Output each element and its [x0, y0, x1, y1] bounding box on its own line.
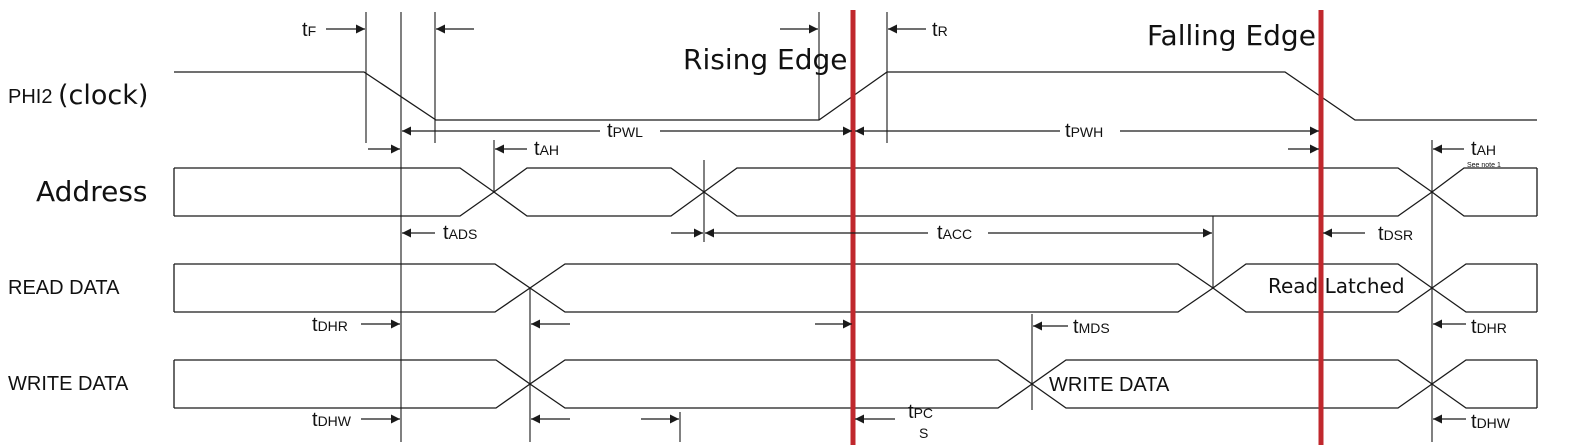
clock-label: (clock) — [58, 80, 148, 111]
tf-label: tF — [302, 19, 316, 41]
tads-label: tADS — [443, 222, 477, 244]
see-note-label: See note 1 — [1467, 162, 1501, 169]
tpcs-label-s: S — [919, 425, 928, 441]
read-data-label: READ DATA — [8, 277, 120, 299]
tah-left-label: tAH — [534, 138, 559, 160]
tpwl-label: tPWL — [607, 120, 643, 142]
falling-edge-label: Falling Edge — [1147, 19, 1316, 52]
tdhr-right-label: tDHR — [1471, 316, 1507, 338]
read-latched-label: Read Latched — [1268, 274, 1405, 298]
tr-label: tR — [932, 19, 948, 41]
phi2-label: PHI2 — [8, 86, 52, 108]
tdhr-left-label: tDHR — [312, 314, 348, 336]
tpcs-label: tPC — [908, 401, 933, 423]
write-data-annotation: WRITE DATA — [1049, 374, 1170, 396]
tpwh-label: tPWH — [1065, 120, 1103, 142]
tmds-label: tMDS — [1073, 316, 1110, 338]
rising-edge-label: Rising Edge — [683, 43, 848, 76]
write-data-label: WRITE DATA — [8, 373, 129, 395]
tdhw-left-label: tDHW — [312, 409, 352, 431]
tdsr-label: tDSR — [1378, 223, 1413, 245]
tah-right-label: tAH — [1471, 138, 1496, 160]
tdhw-right-label: tDHW — [1471, 411, 1511, 433]
tacc-label: tACC — [937, 222, 972, 244]
address-label: Address — [36, 175, 148, 208]
